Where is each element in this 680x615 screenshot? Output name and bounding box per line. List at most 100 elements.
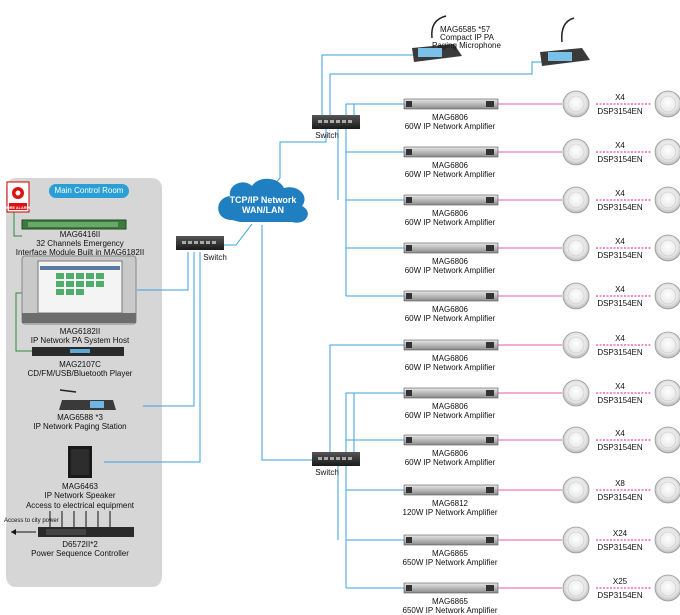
ceiling-speaker-icon (654, 186, 680, 214)
ceiling-speaker-icon (562, 331, 590, 359)
ceiling-speaker-icon (562, 90, 590, 118)
svg-text:FIRE ALARM: FIRE ALARM (6, 206, 29, 210)
speaker-qty-label: X4 (615, 141, 625, 150)
amplifier-icon (403, 582, 499, 594)
mag6416-model: MAG6416II (59, 230, 101, 239)
main-switch-label: Switch (203, 253, 227, 262)
mag6182-desc: IP Network PA System Host (30, 336, 130, 345)
top-switch-icon (312, 115, 360, 129)
cable-main-switch-cloud (224, 223, 253, 246)
main-control-room-panel (6, 178, 162, 587)
amp-desc-label: 60W IP Network Amplifier (404, 458, 496, 467)
speaker-qty-label: X4 (615, 237, 625, 246)
mag2107-player-icon (32, 347, 124, 356)
ceiling-speaker-icon (654, 331, 680, 359)
network-cables (104, 54, 565, 589)
amp-model-label: MAG6806 (431, 305, 469, 314)
amplifier-icon (403, 242, 499, 254)
speaker-model-label: DSP3154EN (597, 443, 643, 452)
amp-model-label: MAG6806 (431, 354, 469, 363)
mag6585-desc: Compact IP PA (440, 33, 494, 42)
mag2107-model: MAG2107C (59, 360, 101, 369)
bottom-switch-label: Switch (315, 468, 339, 477)
ceiling-speaker-icon (654, 426, 680, 454)
mag6588-model: MAG6588 *3 (57, 413, 103, 422)
ceiling-speaker-icon (654, 574, 680, 602)
amp-model-label: MAG6806 (431, 402, 469, 411)
amplifier-icon (403, 484, 499, 496)
ceiling-speaker-icon (562, 426, 590, 454)
cable-mic1 (321, 54, 413, 115)
speaker-qty-label: X25 (612, 577, 628, 586)
cable-ip-speaker (104, 252, 201, 463)
speaker-qty-label: X4 (615, 93, 625, 102)
mag6182-model: MAG6182II (59, 327, 101, 336)
amp-desc-label: 650W IP Network Amplifier (402, 558, 498, 567)
speaker-qty-label: X4 (615, 382, 625, 391)
amp-desc-label: 120W IP Network Amplifier (402, 508, 498, 517)
ceiling-speaker-icon (562, 186, 590, 214)
ceiling-speaker-icon (654, 234, 680, 262)
amp-desc-label: 60W IP Network Amplifier (404, 218, 496, 227)
amp-model-label: MAG6806 (431, 113, 469, 122)
ceiling-speaker-icon (562, 574, 590, 602)
amplifier-icon (403, 434, 499, 446)
paging-microphone-icon (412, 15, 462, 62)
speaker-model-label: DSP3154EN (597, 493, 643, 502)
amp-model-label: MAG6865 (431, 597, 469, 606)
speaker-qty-label: X8 (615, 479, 625, 488)
mag6416-module-icon (21, 219, 127, 230)
mag6585-desc2: Paging Microphone (432, 41, 501, 50)
speaker-qty-label: X4 (615, 429, 625, 438)
amp-model-label: MAG6865 (431, 549, 469, 558)
main-control-room-title: Main Control Room (49, 184, 129, 198)
paging-microphone-icon (540, 17, 590, 66)
ceiling-speaker-icon (562, 282, 590, 310)
amp-desc-label: 650W IP Network Amplifier (402, 606, 498, 615)
network-cloud-icon (218, 178, 308, 223)
cloud-line1: TCP/IP Network (229, 195, 297, 205)
mag6463-speaker-icon (68, 446, 92, 478)
city-power-label: Access to city power (4, 518, 59, 524)
cable-host (137, 252, 189, 291)
amp-model-label: MAG6806 (431, 161, 469, 170)
main-switch-icon (176, 236, 224, 250)
amp-desc-label: 60W IP Network Amplifier (404, 411, 496, 420)
amp-desc-label: 60W IP Network Amplifier (404, 170, 496, 179)
amp-desc-label: 60W IP Network Amplifier (404, 122, 496, 131)
ceiling-speaker-icon (562, 526, 590, 554)
speaker-model-label: DSP3154EN (597, 203, 643, 212)
mag6588-paging-station-icon (59, 389, 116, 410)
mag6416-desc: 32 Channels Emergency (36, 239, 124, 248)
speaker-model-label: DSP3154EN (597, 251, 643, 260)
cloud-label: TCP/IP Network WAN/LAN (220, 195, 306, 215)
amp-model-label: MAG6806 (431, 449, 469, 458)
amplifier-icon (403, 387, 499, 399)
ceiling-speaker-icon (562, 379, 590, 407)
top-switch-label: Switch (315, 131, 339, 140)
amplifier-icon (403, 534, 499, 546)
fire-alarm-icon: FIRE ALARM (6, 181, 30, 213)
speaker-model-label: DSP3154EN (597, 155, 643, 164)
ceiling-speaker-icon (654, 90, 680, 118)
amplifier-icon (403, 98, 499, 110)
green-wires (13, 201, 32, 352)
amp-desc-label: 60W IP Network Amplifier (404, 363, 496, 372)
speaker-model-label: DSP3154EN (597, 591, 643, 600)
ceiling-speaker-icon (654, 379, 680, 407)
mag6416-desc2: Interface Module Built in MAG6182II (15, 248, 145, 257)
ceiling-speaker-icon (654, 282, 680, 310)
cable-paging-station (143, 252, 195, 407)
mag6588-desc: IP Network Paging Station (33, 422, 127, 431)
speaker-qty-label: X4 (615, 334, 625, 343)
power-desc: Power Sequence Controller (31, 549, 129, 558)
amp-model-label: MAG6812 (431, 499, 469, 508)
amplifier-icon (403, 146, 499, 158)
mag2107-desc: CD/FM/USB/Bluetooth Player (27, 369, 133, 378)
ceiling-speaker-icon (654, 476, 680, 504)
speaker-model-label: DSP3154EN (597, 348, 643, 357)
amp-desc-label: 60W IP Network Amplifier (404, 266, 496, 275)
amplifier-icon (403, 339, 499, 351)
ceiling-speaker-icon (654, 526, 680, 554)
